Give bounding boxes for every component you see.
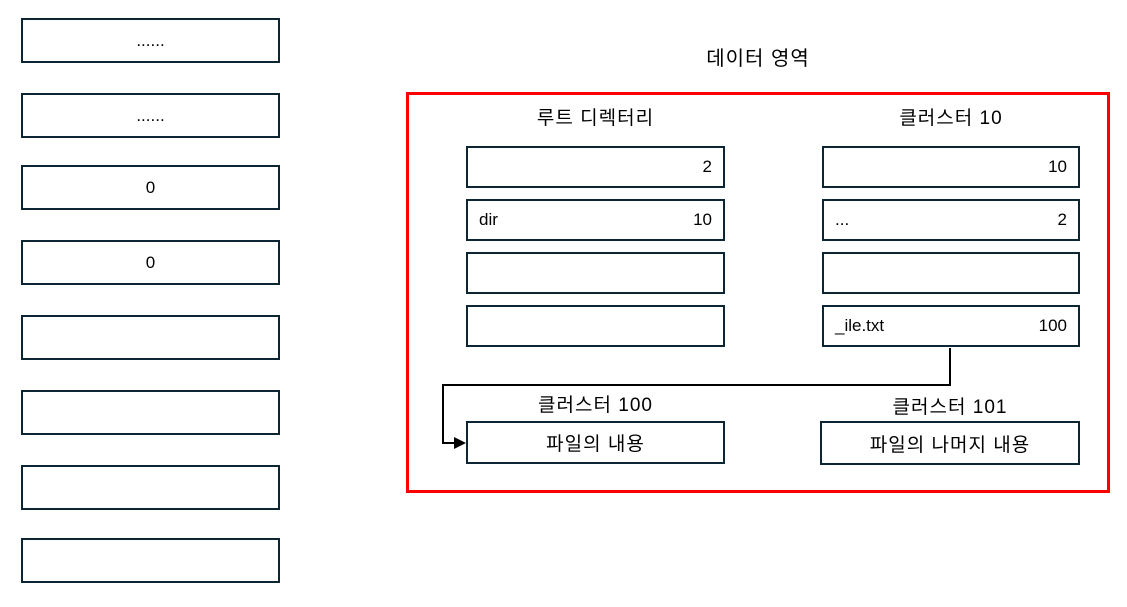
memory-cell: 0 [21, 165, 280, 210]
cluster-101-label: 클러스터 101 [892, 397, 1008, 418]
cluster-100-label: 클러스터 100 [538, 395, 653, 416]
entry-value: 10 [1048, 157, 1067, 176]
root-directory-entry: 2 [466, 146, 725, 188]
cluster-101-content: 파일의 나머지 내용 [869, 434, 1031, 456]
entry-name: _ile.txt [835, 316, 885, 335]
root-directory-entry: dir 10 [466, 199, 725, 241]
memory-cell-label: ...... [136, 105, 165, 125]
entry-name: ... [835, 210, 850, 229]
data-area-title: 데이터 영역 [706, 48, 810, 70]
entry-value: 2 [702, 157, 712, 176]
entry-value: 10 [693, 210, 712, 229]
memory-cell: 0 [21, 240, 280, 285]
memory-cell-label: ...... [136, 30, 165, 50]
cluster-10-entry: 10 [822, 146, 1080, 188]
memory-cell [21, 315, 280, 360]
root-directory-entry [466, 305, 725, 347]
memory-cell [21, 465, 280, 510]
cluster-10-entry: ... 2 [822, 199, 1080, 241]
memory-cell: ...... [21, 93, 280, 138]
memory-cell-label: 0 [145, 252, 156, 272]
root-directory-entry [466, 252, 725, 294]
cluster-10-label: 클러스터 10 [899, 108, 1003, 129]
memory-cell: ...... [21, 18, 280, 63]
cluster-10-entry [822, 252, 1080, 294]
cluster-100-content: 파일의 내용 [546, 434, 645, 455]
data-area-frame [406, 92, 1110, 493]
cluster-10-entry-file: _ile.txt 100 [822, 305, 1080, 347]
entry-name: dir [479, 210, 498, 229]
cluster-101-content-box: 파일의 나머지 내용 [820, 421, 1080, 465]
entry-value: 2 [1057, 210, 1067, 229]
memory-cell [21, 390, 280, 435]
memory-cell [21, 538, 280, 583]
root-directory-label: 루트 디렉터리 [536, 108, 655, 129]
cluster-100-content-box: 파일의 내용 [466, 421, 725, 464]
entry-value: 100 [1038, 316, 1067, 335]
memory-cell-label: 0 [145, 177, 156, 197]
